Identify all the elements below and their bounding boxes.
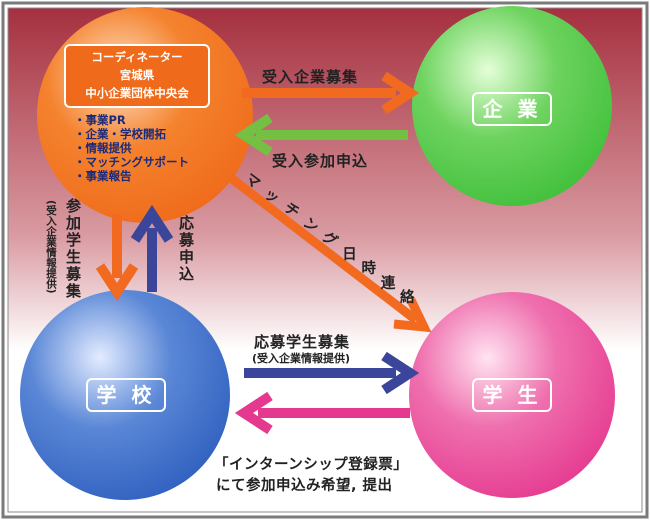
flow-label-recruit-companies: 受入企業募集	[262, 68, 359, 86]
coordinator-prefecture: 宮城県	[119, 68, 155, 82]
coordinator-title-box: コーディネーター 宮城県 中小企業団体中央会	[64, 44, 210, 108]
arrow-coordinator-to-student	[228, 174, 432, 333]
student-node	[409, 292, 615, 498]
flow-label-registration-form: 「インターンシップ登録票」	[214, 457, 409, 473]
flow-label-matching-char: 日	[342, 246, 357, 263]
service-item: 企業・学校開拓	[74, 127, 189, 141]
company-node	[412, 6, 612, 206]
flow-sublabel-company-info-left: (受入企業情報提供)	[45, 200, 57, 294]
flow-label-matching-char: 時	[361, 261, 377, 277]
arrow-company-to-coordinator	[234, 113, 408, 157]
arrow-coordinator-to-school	[95, 214, 139, 302]
flow-label-recruit-students: 参加学生募集	[64, 198, 82, 300]
flow-label-matching-char: 絡	[400, 290, 415, 306]
arrow-coordinator-to-company	[242, 71, 420, 115]
company-label: 企 業	[472, 92, 552, 126]
arrow-student-to-school	[234, 391, 410, 435]
flow-label-school-application: 応募申込	[177, 215, 195, 283]
flow-label-matching-char: 連	[380, 275, 396, 292]
service-item: 情報提供	[74, 141, 189, 155]
arrow-school-to-coordinator	[130, 204, 174, 292]
flow-label-company-application: 受入参加申込	[272, 152, 369, 170]
coordinator-role: コーディネーター	[91, 50, 183, 64]
flow-label-recruit-applicants: 応募学生募集	[254, 333, 351, 351]
school-node	[20, 290, 230, 500]
service-item: 事業報告	[74, 169, 189, 183]
flow-sublabel-company-info: (受入企業情報提供)	[252, 352, 351, 365]
service-item: 事業PR	[74, 113, 189, 127]
student-label: 学 生	[472, 378, 552, 412]
service-item: マッチングサポート	[74, 155, 190, 169]
school-label: 学 校	[86, 378, 166, 412]
coordinator-service-list: 事業PR 企業・学校開拓 情報提供 マッチングサポート 事業報告	[74, 113, 190, 183]
flow-label-submit-application: にて参加申込み希望, 提出	[216, 478, 393, 494]
inner-frame	[7, 7, 643, 513]
coordinator-organization: 中小企業団体中央会	[85, 86, 189, 100]
arrow-school-to-student	[244, 351, 420, 395]
